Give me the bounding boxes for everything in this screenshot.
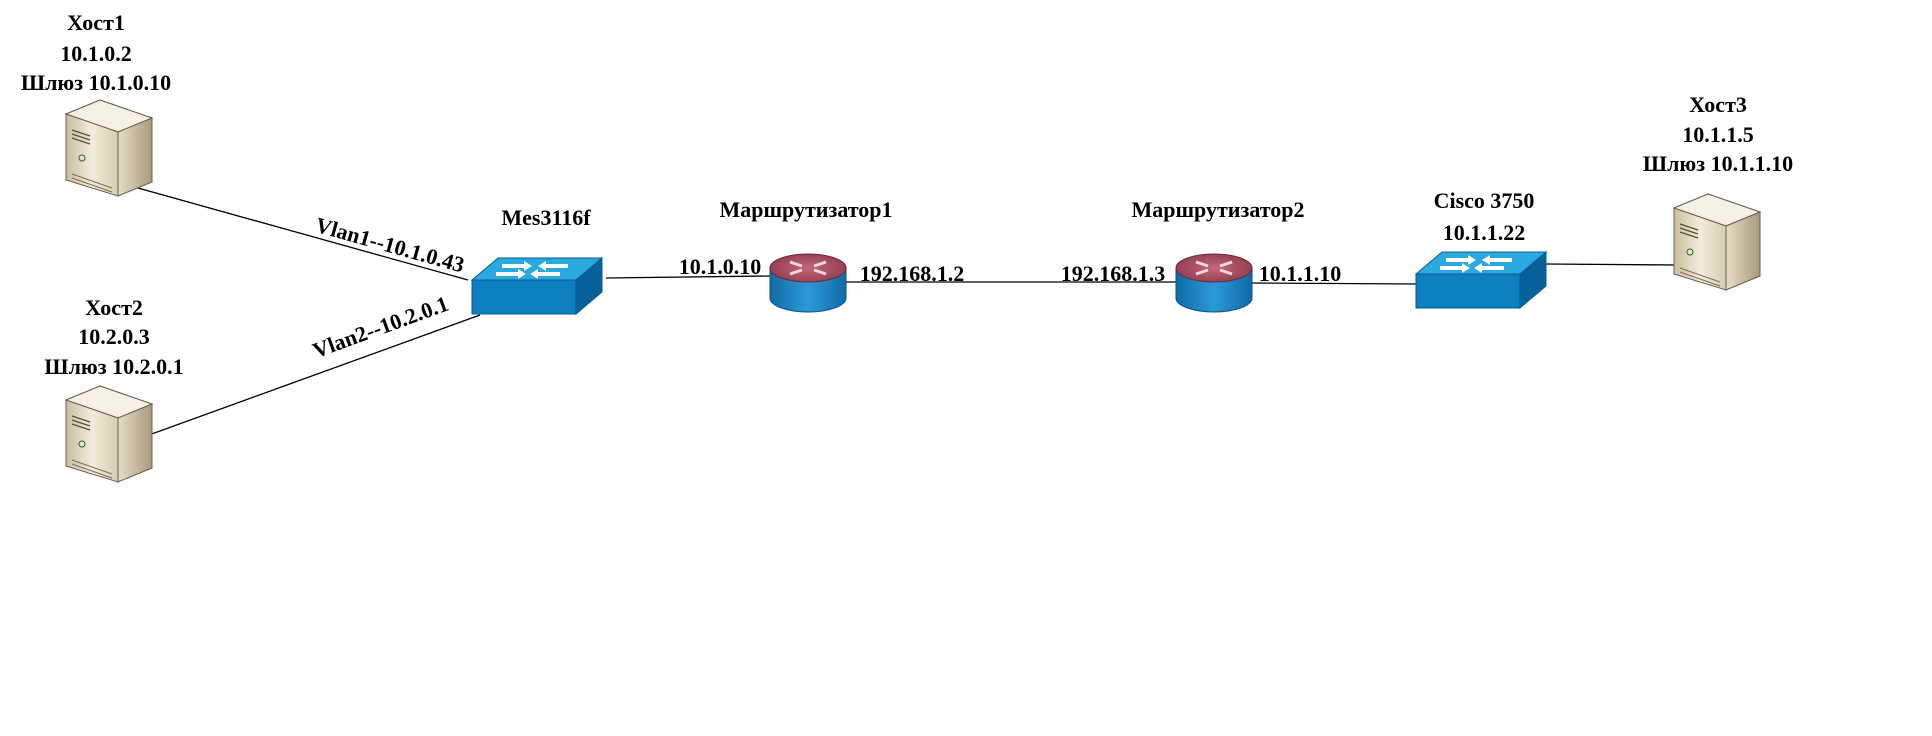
- host2-gateway: Шлюз 10.2.0.1: [44, 354, 183, 379]
- router1[interactable]: Маршрутизатор1 10.1.0.10 192.168.1.2: [679, 197, 965, 314]
- host2-ip: 10.2.0.3: [78, 324, 150, 349]
- router2[interactable]: Маршрутизатор2 192.168.1.3 10.1.1.10: [1061, 197, 1342, 314]
- switch-cisco3750[interactable]: Cisco 3750 10.1.1.22: [1415, 188, 1547, 309]
- router1-name: Маршрутизатор1: [719, 197, 892, 222]
- router1-ip-right: 192.168.1.2: [860, 261, 965, 286]
- switch-icon: [471, 257, 603, 315]
- host2[interactable]: Хост2 10.2.0.3 Шлюз 10.2.0.1: [44, 295, 184, 483]
- link-mes-router1: [605, 275, 771, 279]
- switch-mes3116f[interactable]: Mes3116f: [471, 205, 603, 315]
- server-icon: [65, 385, 153, 483]
- host1-ip: 10.1.0.2: [60, 41, 132, 66]
- host3-name: Хост3: [1689, 92, 1747, 117]
- host1-gateway: Шлюз 10.1.0.10: [21, 70, 171, 95]
- link-router2-cisco: [1251, 282, 1419, 285]
- router2-name: Маршрутизатор2: [1131, 197, 1304, 222]
- server-icon: [1673, 193, 1761, 291]
- switch-mes-name: Mes3116f: [501, 205, 591, 230]
- host3-ip: 10.1.1.5: [1682, 122, 1754, 147]
- router1-ip-left: 10.1.0.10: [679, 254, 762, 279]
- router-icon: [1174, 252, 1254, 314]
- vlan2-label: Vlan2--10.2.0.1: [309, 291, 451, 363]
- router-icon: [768, 252, 848, 314]
- host2-name: Хост2: [85, 295, 143, 320]
- host1-name: Хост1: [67, 10, 125, 35]
- link-host2-mes: [101, 314, 481, 453]
- switch-cisco-ip: 10.1.1.22: [1443, 220, 1526, 245]
- router2-ip-right: 10.1.1.10: [1259, 261, 1342, 286]
- host3[interactable]: Хост3 10.1.1.5 Шлюз 10.1.1.10: [1643, 92, 1793, 291]
- host1[interactable]: Хост1 10.1.0.2 Шлюз 10.1.0.10: [21, 10, 171, 197]
- vlan1-label: Vlan1--10.1.0.43: [313, 212, 467, 277]
- server-icon: [65, 99, 153, 197]
- link-cisco-host3: [1545, 263, 1679, 266]
- router2-ip-left: 192.168.1.3: [1061, 261, 1166, 286]
- links-layer: [101, 177, 1679, 453]
- host3-gateway: Шлюз 10.1.1.10: [1643, 151, 1793, 176]
- switch-icon: [1415, 251, 1547, 309]
- switch-cisco-name: Cisco 3750: [1434, 188, 1535, 213]
- link-host1-mes: [101, 177, 469, 281]
